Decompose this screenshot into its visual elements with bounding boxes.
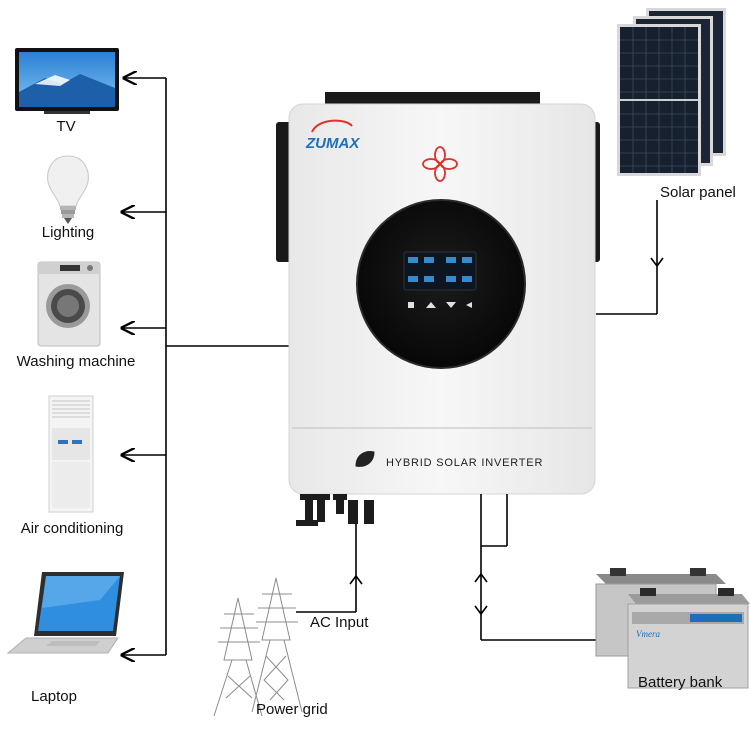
leaf-icon	[355, 451, 375, 467]
laptop-label: Laptop	[31, 688, 77, 705]
inverter-unit	[276, 92, 600, 526]
battery-bank-label: Battery bank	[638, 674, 723, 691]
air-conditioner-icon	[48, 395, 94, 513]
air-conditioning-label: Air conditioning	[20, 520, 124, 537]
power-grid-icon	[213, 577, 303, 717]
solar-connection	[596, 200, 664, 315]
flower-logo-icon	[422, 146, 458, 182]
battery-bank-icon	[595, 568, 750, 689]
zumax-logo-icon	[311, 119, 353, 133]
solar-panel-label: Solar panel	[660, 184, 736, 201]
battery-brand-text: Vmera	[636, 629, 660, 639]
inverter-brand-logo: ZUMAX	[305, 135, 360, 152]
washing-machine-icon	[37, 261, 101, 347]
inverter-model-label: HYBRID SOLAR INVERTER	[386, 457, 543, 469]
tv-label: TV	[56, 118, 76, 135]
inverter-connectors	[296, 494, 374, 526]
tv-icon	[15, 48, 119, 114]
ac-input-label: AC Input	[310, 614, 369, 631]
solar-panel-icon	[617, 8, 726, 176]
laptop-icon	[6, 572, 124, 654]
light-bulb-icon	[47, 155, 89, 224]
lighting-label: Lighting	[41, 224, 95, 241]
lcd-display	[403, 251, 477, 291]
load-bus	[122, 78, 290, 655]
inverter-buttons	[408, 302, 472, 308]
ac-input-connection	[296, 524, 363, 613]
power-grid-label: Power grid	[256, 701, 328, 718]
washing-machine-label: Washing machine	[16, 353, 136, 370]
